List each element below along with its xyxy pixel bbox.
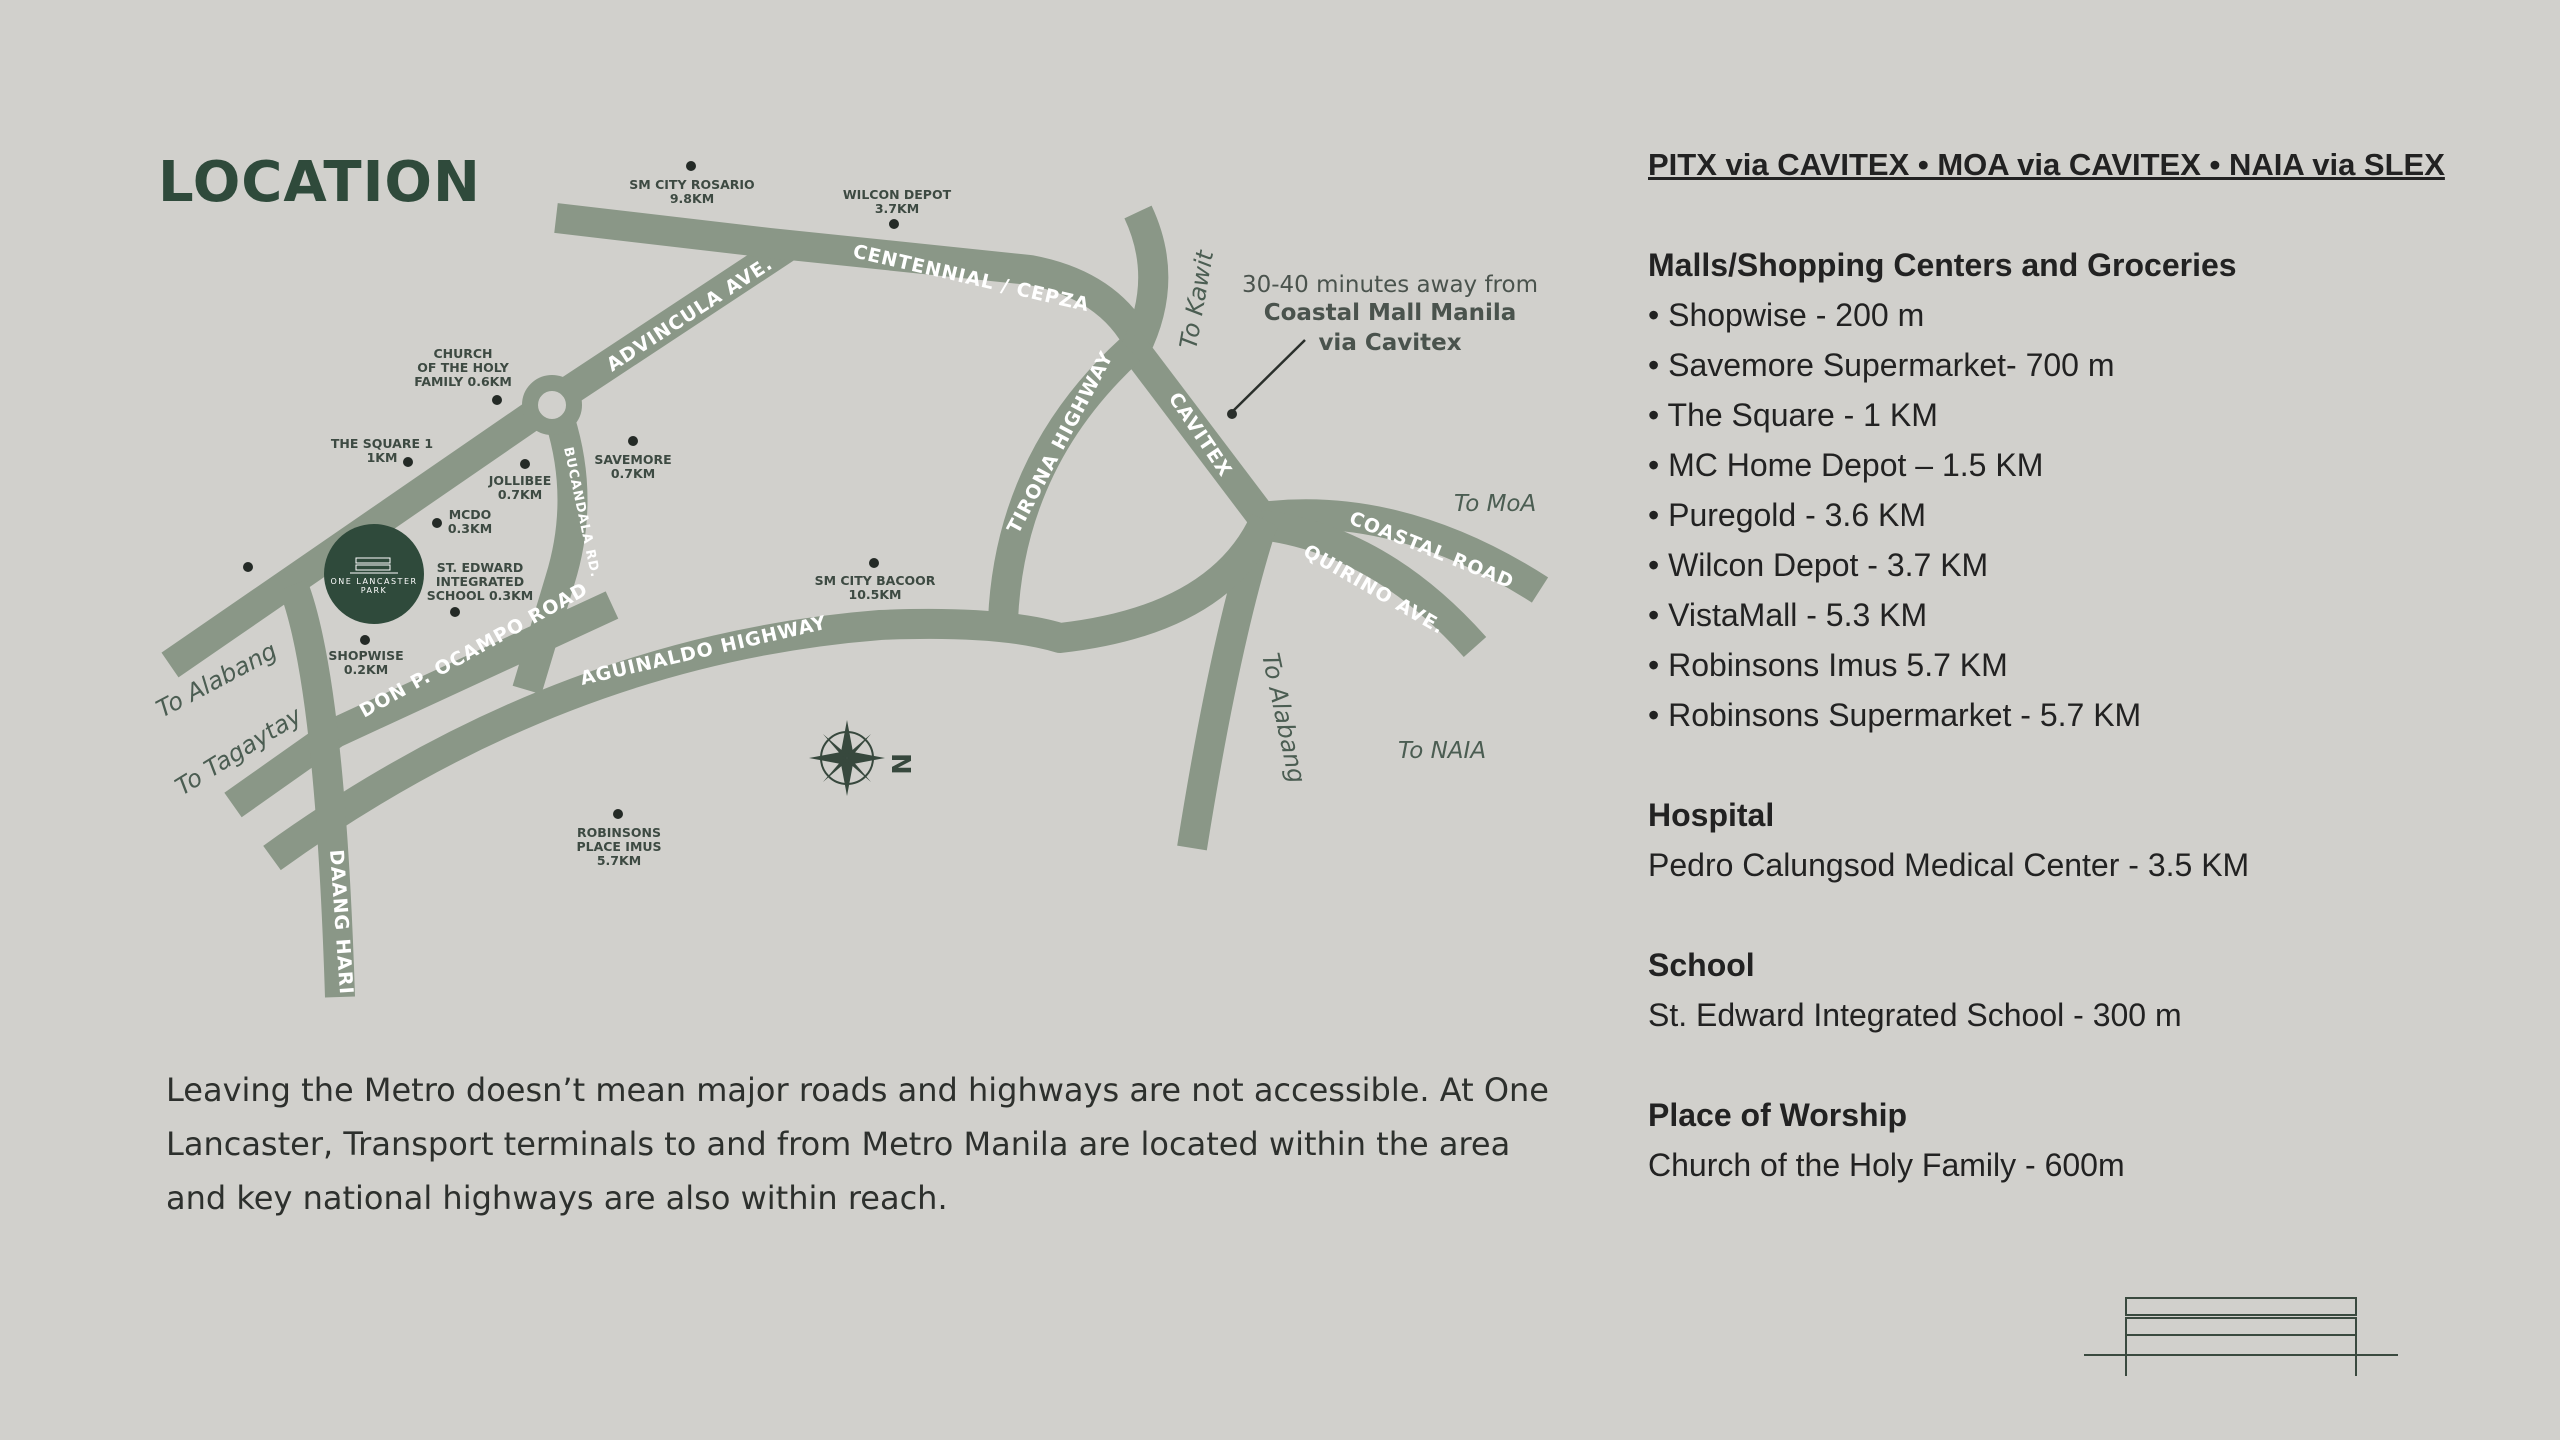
poi-dots: [243, 161, 899, 819]
list-item: • Puregold - 3.6 KM: [1648, 497, 1926, 533]
list-item: • Robinsons Supermarket - 5.7 KM: [1648, 697, 2142, 733]
callout-leader-line: [1231, 339, 1306, 413]
amenities-panel: PITX via CAVITEX • MOA via CAVITEX • NAI…: [1648, 140, 2508, 1190]
section-hospital: Hospital Pedro Calungsod Medical Center …: [1648, 790, 2508, 890]
list-item: • Shopwise - 200 m: [1648, 297, 1925, 333]
callout-text: 30-40 minutes away from: [1242, 272, 1538, 298]
section-malls: Malls/Shopping Centers and Groceries • S…: [1648, 240, 2508, 740]
poi-dot-savemore: [628, 436, 638, 446]
brand-logo-mark: [2084, 1297, 2398, 1376]
section-worship: Place of Worship Church of the Holy Fami…: [1648, 1090, 2508, 1190]
page-title: LOCATION: [158, 150, 481, 215]
malls-heading: Malls/Shopping Centers and Groceries: [1648, 247, 2237, 283]
list-item: • MC Home Depot – 1.5 KM: [1648, 447, 2044, 483]
dest-moa: To MoA: [1454, 491, 1536, 517]
hospital-heading: Hospital: [1648, 797, 1775, 833]
road-aguinaldo: [263, 513, 1279, 871]
road-coastal: [1260, 499, 1549, 603]
road-cavitex: [1116, 330, 1280, 535]
road-kawit: [1121, 205, 1169, 357]
road-bucandala: [512, 415, 588, 695]
road-network: [161, 203, 1549, 998]
road-tirona: [988, 338, 1141, 621]
roundabout: [522, 375, 582, 435]
poi-dot-unlabeled: [243, 562, 253, 572]
poi-dot-jollibee: [520, 459, 530, 469]
poi-dot-stedward: [450, 607, 460, 617]
list-item: St. Edward Integrated School - 300 m: [1648, 997, 2182, 1033]
poi-dot-shopwise: [360, 635, 370, 645]
property-logo-circle: [324, 524, 424, 624]
compass-icon: [809, 720, 885, 796]
poi-dot-square: [403, 457, 413, 467]
road-label-tirona: TIRONA HIGHWAY: [1003, 348, 1118, 538]
list-item: Pedro Calungsod Medical Center - 3.5 KM: [1648, 847, 2250, 883]
road-quirino: [1259, 510, 1487, 657]
intro-paragraph: Leaving the Metro doesn’t mean major roa…: [166, 1071, 1549, 1217]
list-item: • VistaMall - 5.3 KM: [1648, 597, 1928, 633]
worship-heading: Place of Worship: [1648, 1097, 1908, 1133]
road-label-advincula: ADVINCULA AVE.: [603, 252, 777, 376]
poi-dot-church: [492, 395, 502, 405]
list-item: Church of the Holy Family - 600m: [1648, 1147, 2125, 1183]
dest-alabang-right: To Alabang: [1256, 650, 1311, 785]
section-school: School St. Edward Integrated School - 30…: [1648, 940, 2508, 1040]
poi-dot-smbacoor: [869, 558, 879, 568]
transport-links: PITX via CAVITEX • MOA via CAVITEX • NAI…: [1648, 147, 2445, 182]
road-daanghari: [278, 579, 355, 998]
north-indicator: N: [885, 753, 915, 775]
list-item: • Wilcon Depot - 3.7 KM: [1648, 547, 1989, 583]
road-label-cavitex: CAVITEX: [1164, 388, 1236, 480]
list-item: • The Square - 1 KM: [1648, 397, 1938, 433]
property-logo-mark: [350, 557, 398, 574]
callout-dot: [1227, 409, 1237, 419]
road-label-aguinaldo: AGUINALDO HIGHWAY: [578, 612, 829, 690]
poi-dot-smrosario: [686, 161, 696, 171]
poi-dot-mcdo: [432, 518, 442, 528]
dest-naia: To NAIA: [1398, 738, 1486, 764]
poi-dot-wilcon: [889, 219, 899, 229]
poi-dot-robinsons: [613, 809, 623, 819]
dest-kawit: To Kawit: [1174, 247, 1219, 351]
list-item: • Savemore Supermarket- 700 m: [1648, 347, 2115, 383]
school-heading: School: [1648, 947, 1755, 983]
list-item: • Robinsons Imus 5.7 KM: [1648, 647, 2008, 683]
